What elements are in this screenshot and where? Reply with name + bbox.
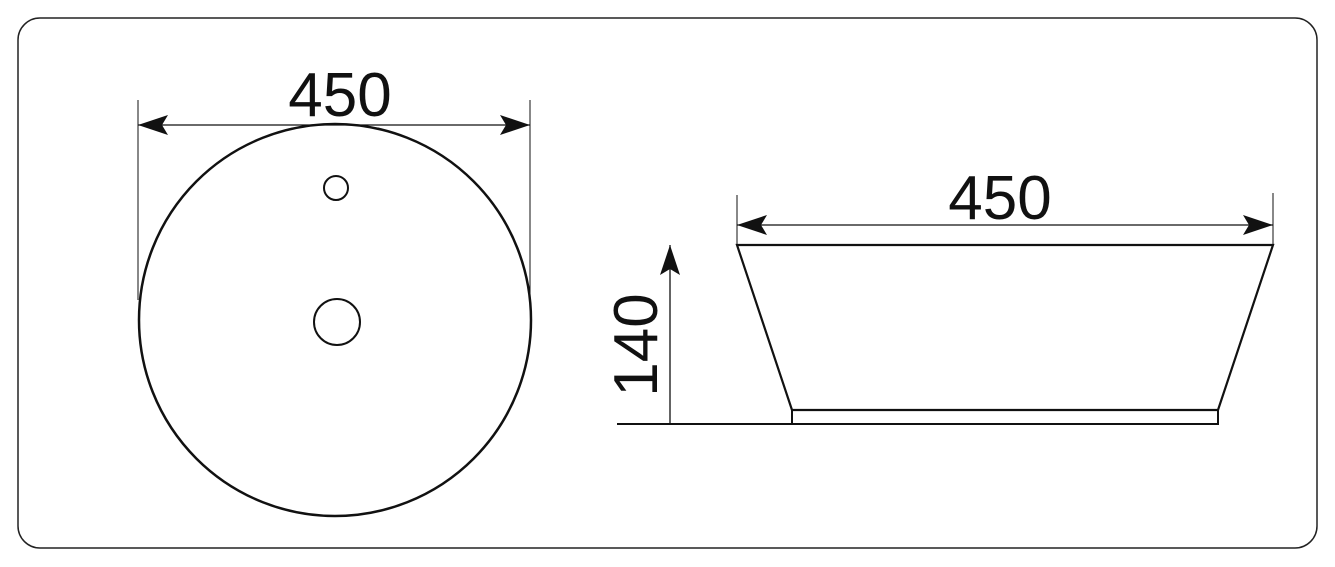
top-width-label: 450	[288, 61, 391, 130]
basin-foot	[791, 409, 1219, 425]
basin-profile	[735, 243, 1275, 412]
drawing-frame	[17, 17, 1318, 549]
drain-hole	[313, 298, 361, 346]
faucet-hole	[323, 175, 349, 201]
top-view: 450	[137, 61, 533, 518]
side-height-label: 140	[602, 293, 671, 396]
basin-outline	[137, 122, 533, 518]
side-view: 450 140	[602, 164, 1275, 425]
side-width-label: 450	[948, 164, 1051, 233]
